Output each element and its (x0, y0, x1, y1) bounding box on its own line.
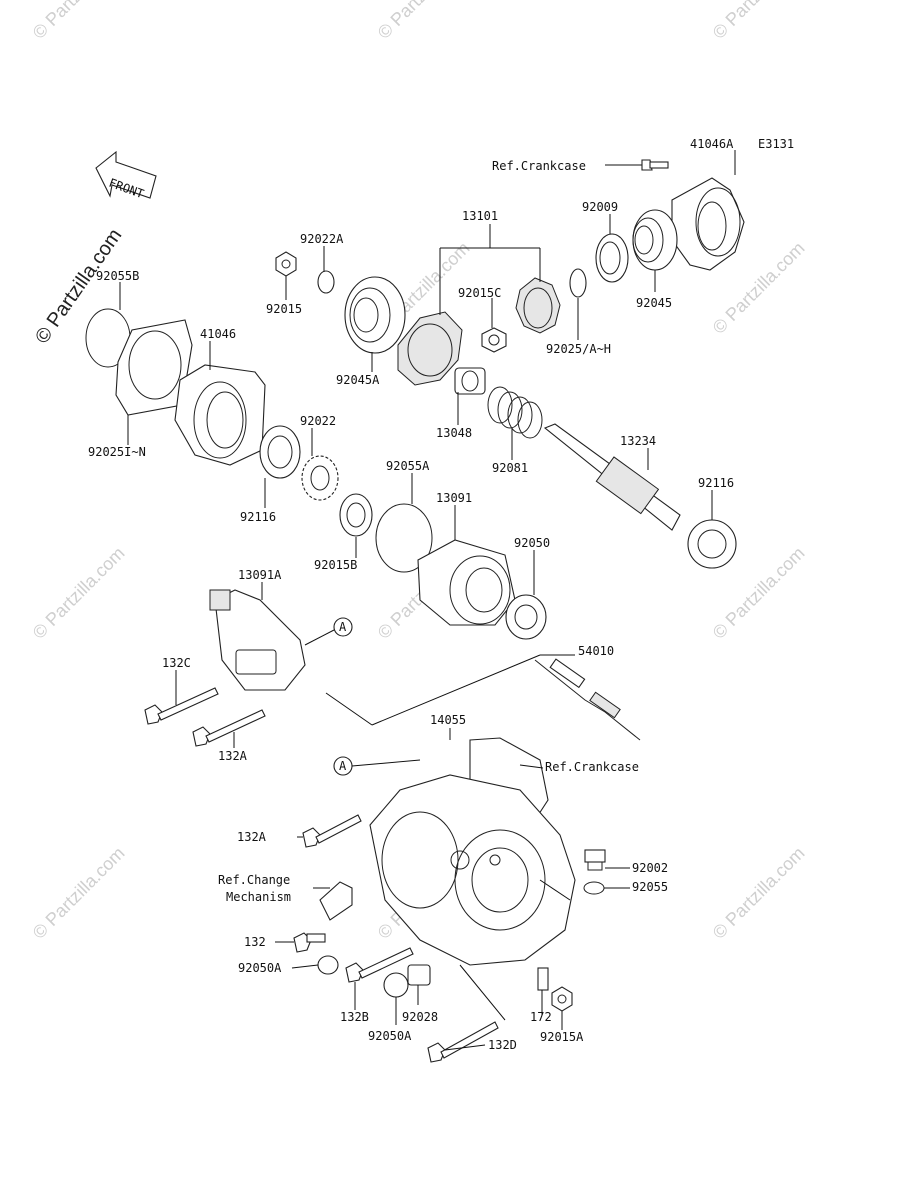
watermark: © Partzilla.com (29, 843, 129, 943)
part-54010-cable (534, 658, 641, 741)
label-92081: 92081 (492, 461, 528, 475)
part-92050A-seal-b (383, 972, 409, 998)
label-ref-crankcase-mid: Ref.Crankcase (545, 760, 639, 774)
part-172-stud (537, 967, 549, 991)
part-92022-lockwasher (301, 455, 339, 501)
part-41046A-housing (671, 177, 745, 271)
part-92055-oring (583, 881, 605, 895)
part-13234-shaft (543, 423, 681, 531)
label-92025IN: 92025I~N (88, 445, 146, 459)
gearbox-casing (369, 774, 576, 966)
part-13101-gear-left (397, 311, 463, 386)
label-92050A-a: 92050A (238, 961, 282, 975)
callout-A-top: A (304, 617, 353, 646)
watermark-brand: © Partzilla.com (31, 225, 126, 348)
part-92025-shim (569, 268, 587, 298)
part-132A-bolt-mid (302, 814, 362, 848)
part-13101-gear-right (515, 277, 561, 334)
part-92015-nut (275, 251, 297, 277)
part-92009-seal (595, 233, 629, 283)
watermark: © Partzilla.com (709, 0, 809, 43)
watermark: © Partzilla.com (374, 0, 474, 43)
part-92022A-washer (317, 270, 335, 294)
label-13234: 13234 (620, 434, 656, 448)
part-41046-housing (174, 364, 266, 466)
part-13091A-assembly (209, 589, 306, 691)
part-132A-bolt-top (192, 709, 266, 747)
part-92025IN-gasket (115, 319, 193, 416)
label-92015A: 92015A (540, 1030, 584, 1044)
part-92050-seal (505, 594, 547, 640)
part-132C-bolt (144, 687, 219, 725)
part-92045A-bearing (344, 276, 406, 354)
label-92055: 92055 (632, 880, 668, 894)
part-92116-bearing-left (259, 425, 301, 479)
label-mechanism: Mechanism (226, 890, 291, 904)
label-92045A: 92045A (336, 373, 380, 387)
label-54010: 54010 (578, 644, 614, 658)
part-132-bolt (293, 932, 326, 953)
part-92050A-seal-a (317, 955, 339, 975)
callout-letter: A (339, 620, 347, 634)
label-92050A-b: 92050A (368, 1029, 412, 1043)
part-92028-bushing (407, 964, 431, 986)
label-13091A: 13091A (238, 568, 282, 582)
label-92015: 92015 (266, 302, 302, 316)
ref-change-bracket (319, 881, 353, 921)
watermark: © Partzilla.com (29, 0, 129, 43)
part-92055A-oring (375, 503, 433, 573)
part-92081-spring (487, 386, 543, 439)
label-92116-right: 92116 (698, 476, 734, 490)
label-41046: 41046 (200, 327, 236, 341)
label-92022A: 92022A (300, 232, 344, 246)
part-labels: 41046A Ref.Crankcase 13101 92009 92022A … (88, 137, 734, 1052)
label-92116-left: 92116 (240, 510, 276, 524)
label-92050: 92050 (514, 536, 550, 550)
label-92015C: 92015C (458, 286, 501, 300)
part-92116-bearing-right (687, 519, 737, 569)
label-13048: 13048 (436, 426, 472, 440)
label-132A-top: 132A (218, 749, 248, 763)
part-92015B-nut (339, 493, 373, 537)
leader-lines (119, 150, 736, 1051)
label-92028: 92028 (402, 1010, 438, 1024)
label-ref-crankcase-top: Ref.Crankcase (492, 159, 586, 173)
label-92022: 92022 (300, 414, 336, 428)
label-13101: 13101 (462, 209, 498, 223)
label-132D: 132D (488, 1038, 517, 1052)
watermark: © Partzilla.com (709, 843, 809, 943)
label-92002: 92002 (632, 861, 668, 875)
callout-A-bottom: A (333, 756, 421, 776)
label-41046A: 41046A (690, 137, 734, 151)
front-arrow-icon: FRONT (95, 150, 157, 201)
label-ref-change: Ref.Change (218, 873, 290, 887)
callout-letter: A (339, 759, 347, 773)
part-13091-cover (417, 539, 516, 626)
part-92015C-nut (481, 327, 507, 353)
label-92015B: 92015B (314, 558, 357, 572)
label-92055A: 92055A (386, 459, 430, 473)
part-92045-bearing (632, 209, 678, 271)
label-172: 172 (530, 1010, 552, 1024)
watermark: © Partzilla.com (29, 543, 129, 643)
label-132A-mid: 132A (237, 830, 267, 844)
part-13048-coupling (454, 367, 486, 395)
part-92015A-nut (551, 986, 573, 1012)
figure-code: E3131 (758, 137, 794, 151)
label-132: 132 (244, 935, 266, 949)
label-13091: 13091 (436, 491, 472, 505)
label-132B: 132B (340, 1010, 369, 1024)
label-92045: 92045 (636, 296, 672, 310)
label-92009: 92009 (582, 200, 618, 214)
label-132C: 132C (162, 656, 191, 670)
label-92055B: 92055B (96, 269, 139, 283)
label-92025AH: 92025/A~H (546, 342, 611, 356)
part-cable-rod (325, 692, 373, 726)
label-14055: 14055 (430, 713, 466, 727)
part-92002-plug (584, 849, 606, 871)
part-132B-bolt (345, 947, 414, 983)
